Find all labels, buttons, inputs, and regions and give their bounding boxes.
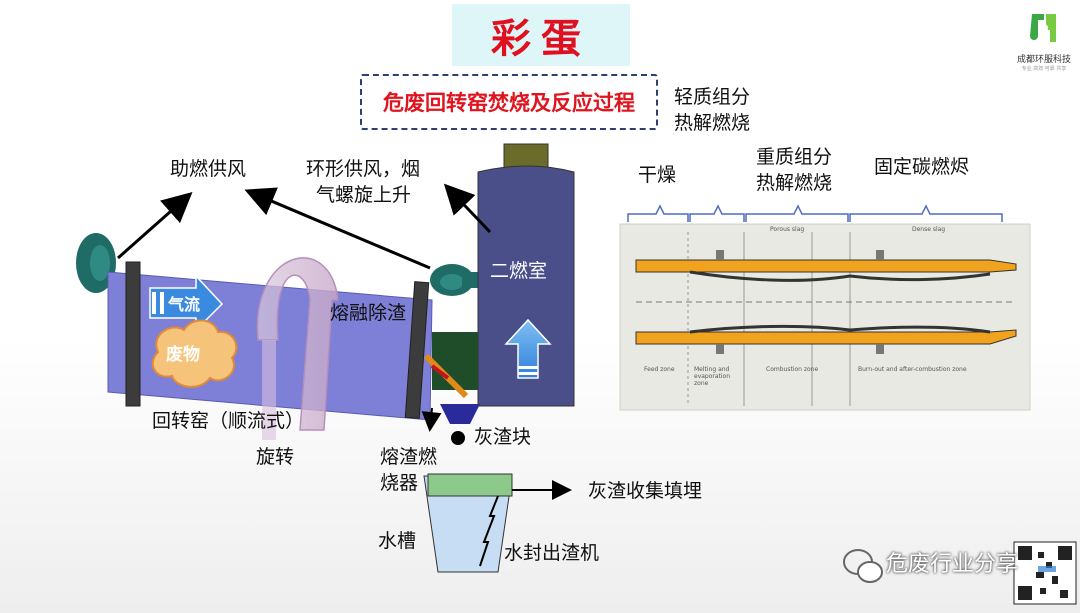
label-secondary-chamber: 二燃室 xyxy=(490,260,548,282)
label-water-tank: 水槽 xyxy=(378,530,417,552)
company-logo: 成都环服科技 专业 高效 可靠 共享 xyxy=(1012,8,1076,72)
blue-flow-arrow-icon xyxy=(149,274,224,332)
label-ring-air-2: 气螺旋上升 xyxy=(316,184,412,206)
label-rotation: 旋转 xyxy=(256,446,295,468)
fig-bottom-feed: Feed zone xyxy=(644,366,675,373)
label-fixed-carbon: 固定碳燃烬 xyxy=(874,156,970,178)
spiral-arrow-icon xyxy=(256,257,339,440)
label-light-comp-2: 热解燃烧 xyxy=(674,112,751,134)
kiln-connector xyxy=(432,332,478,390)
fig-top-porous: Porous slag xyxy=(770,226,805,233)
label-molten-slag: 熔融除渣 xyxy=(330,302,407,324)
cloud-shape-icon xyxy=(151,319,238,388)
label-water-seal: 水封出渣机 xyxy=(504,542,600,564)
label-ring-air-1: 环形供风，烟 xyxy=(306,158,421,180)
heading-text: 危废回转窑焚烧及反应过程 xyxy=(383,91,635,115)
logo-mark-icon xyxy=(1030,14,1056,42)
fig-bottom-melting: Melting and evaporation zone xyxy=(694,366,731,387)
slag-hopper xyxy=(440,404,480,424)
smoke-arrow xyxy=(443,183,492,234)
brace-fixed xyxy=(849,204,1003,222)
label-ash-collect: 灰渣收集填埋 xyxy=(588,480,703,502)
watermark-text: 危废行业分享 xyxy=(886,552,1019,577)
brace-drying xyxy=(627,204,689,222)
fig-top-dense: Dense slag xyxy=(912,226,946,233)
fig-bottom-combustion: Combustion zone xyxy=(766,366,819,373)
right-fan-icon xyxy=(430,264,480,296)
water-tank-top xyxy=(427,473,513,497)
left-fan-icon xyxy=(76,233,116,293)
water-seal-conveyor xyxy=(479,495,499,567)
label-gas-flow: 气流 xyxy=(168,295,201,314)
brace-light xyxy=(689,204,745,222)
label-kiln: 回转窑（顺流式） xyxy=(152,410,305,432)
label-slag-burner-1: 熔渣燃 xyxy=(380,446,438,468)
qr-code-icon xyxy=(1013,541,1077,605)
heading-box: 危废回转窑焚烧及反应过程 xyxy=(360,74,658,130)
ring-air-arrow xyxy=(244,187,431,270)
label-slag-burner-2: 烧器 xyxy=(380,472,419,494)
label-drying: 干燥 xyxy=(638,164,677,186)
banner-title: 彩蛋 xyxy=(452,4,630,66)
label-light-comp-1: 轻质组分 xyxy=(674,86,751,108)
label-heavy-comp-1: 重质组分 xyxy=(756,146,833,168)
logo-name: 成都环服科技 xyxy=(1016,55,1071,65)
logo-slogan: 专业 高效 可靠 共享 xyxy=(1021,66,1067,72)
zone-figure xyxy=(619,204,1031,411)
label-ash-block: 灰渣块 xyxy=(474,426,532,448)
label-waste: 废物 xyxy=(166,345,200,365)
secondary-chamber-body xyxy=(477,165,575,407)
fig-bottom-burnout: Burn-out and after-combustion zone xyxy=(858,366,967,373)
wechat-icon xyxy=(843,549,883,583)
kiln-band-right xyxy=(404,281,430,419)
label-assist-air: 助燃供风 xyxy=(170,158,247,180)
label-heavy-comp-2: 热解燃烧 xyxy=(756,172,833,194)
ash-block-icon xyxy=(451,431,465,445)
kiln-band-left xyxy=(125,261,141,407)
assist-air-arrow xyxy=(117,192,193,260)
brace-heavy xyxy=(745,204,849,222)
chamber-up-arrow-icon xyxy=(504,318,552,379)
